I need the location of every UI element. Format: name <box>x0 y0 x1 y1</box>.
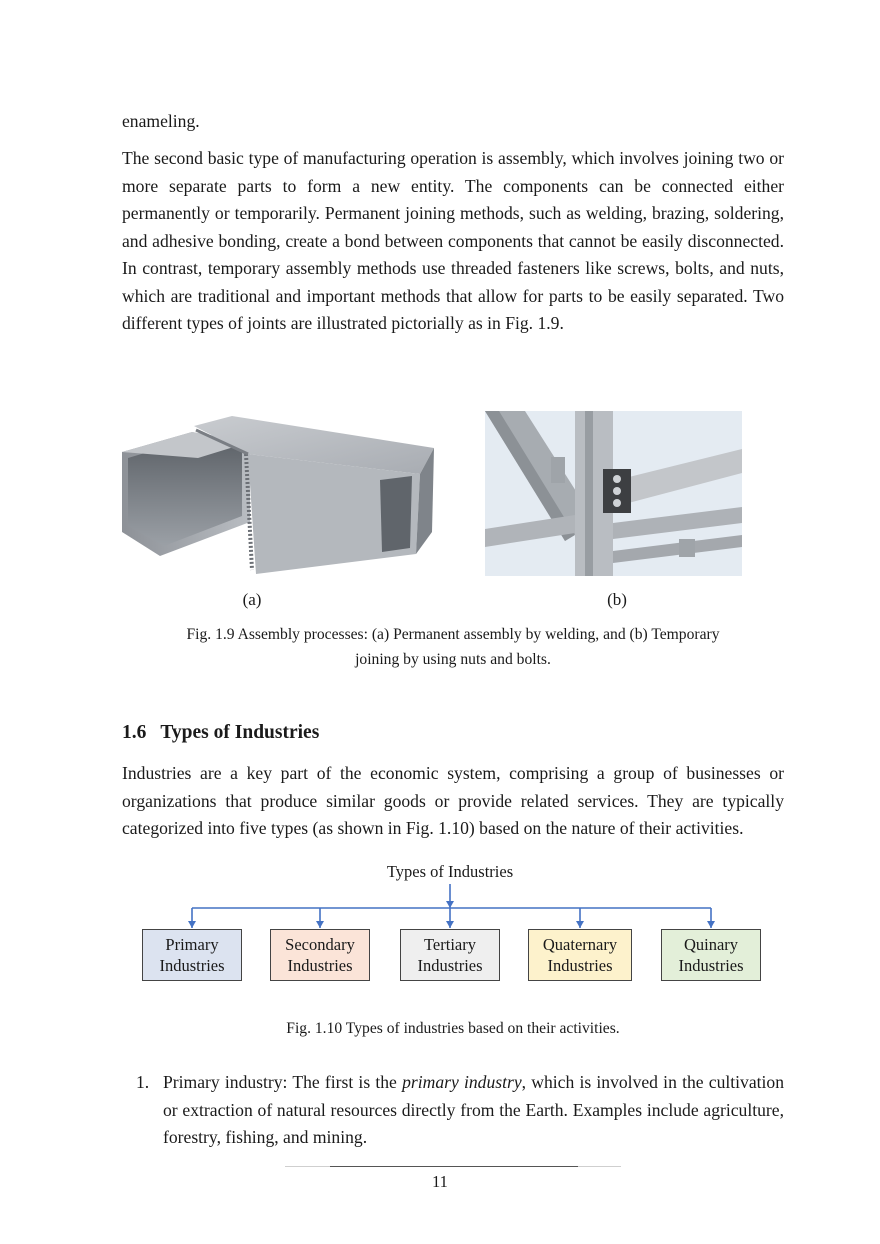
connector-arrow <box>316 921 324 928</box>
list-item-term: primary industry <box>402 1072 522 1092</box>
page-number: 11 <box>432 1172 448 1191</box>
diagram-connectors <box>188 884 715 928</box>
welded-tube-photo <box>122 416 434 574</box>
box-label: Primary <box>165 935 219 954</box>
caption-line-2: joining by using nuts and bolts. <box>355 651 551 668</box>
list-item-rest: , which is involved in the cultivation o… <box>163 1072 785 1147</box>
section-heading: 1.6 Types of Industries <box>122 722 319 744</box>
paragraph-industries: Industries are a key part of the economi… <box>122 763 784 838</box>
box-label: Tertiary <box>424 935 476 954</box>
box-label: Industries <box>547 956 613 975</box>
box-label: Industries <box>678 956 744 975</box>
box-label: Industries <box>159 956 225 975</box>
section-number: 1.6 <box>122 722 147 743</box>
figure-label-a: (a) <box>242 590 262 609</box>
box-label: Quinary <box>683 935 739 954</box>
connector-arrow <box>446 921 454 928</box>
box-label: Industries <box>287 956 353 975</box>
caption-line-1: Fig. 1.9 Assembly processes: (a) Permane… <box>186 626 720 643</box>
list-item-primary-industry: 1. Primary industry: The first is the pr… <box>136 1069 784 1152</box>
diagram-title: Types of Industries <box>386 862 514 881</box>
connector-arrow <box>188 921 196 928</box>
connector-arrow <box>576 921 584 928</box>
figure-1-9-caption: Fig. 1.9 Assembly processes: (a) Permane… <box>122 622 784 672</box>
list-item-lead: Primary industry: The first is the <box>163 1072 403 1092</box>
list-marker: 1. <box>136 1072 150 1092</box>
figure-1-10-caption: Fig. 1.10 Types of industries based on t… <box>286 1020 620 1037</box>
box-label: Secondary <box>285 935 355 954</box>
paragraph-assembly: The second basic type of manufacturing o… <box>122 148 784 333</box>
paragraph-enameling: enameling. <box>122 111 200 131</box>
box-label: Industries <box>417 956 483 975</box>
bolted-beam-photo <box>485 411 742 576</box>
connector-arrow <box>707 921 715 928</box>
footer-rule-inner <box>330 1166 578 1167</box>
section-title: Types of Industries <box>160 722 320 743</box>
box-label: Quaternary <box>542 935 618 954</box>
figure-label-b: (b) <box>607 590 627 609</box>
connector-arrow <box>446 901 454 908</box>
